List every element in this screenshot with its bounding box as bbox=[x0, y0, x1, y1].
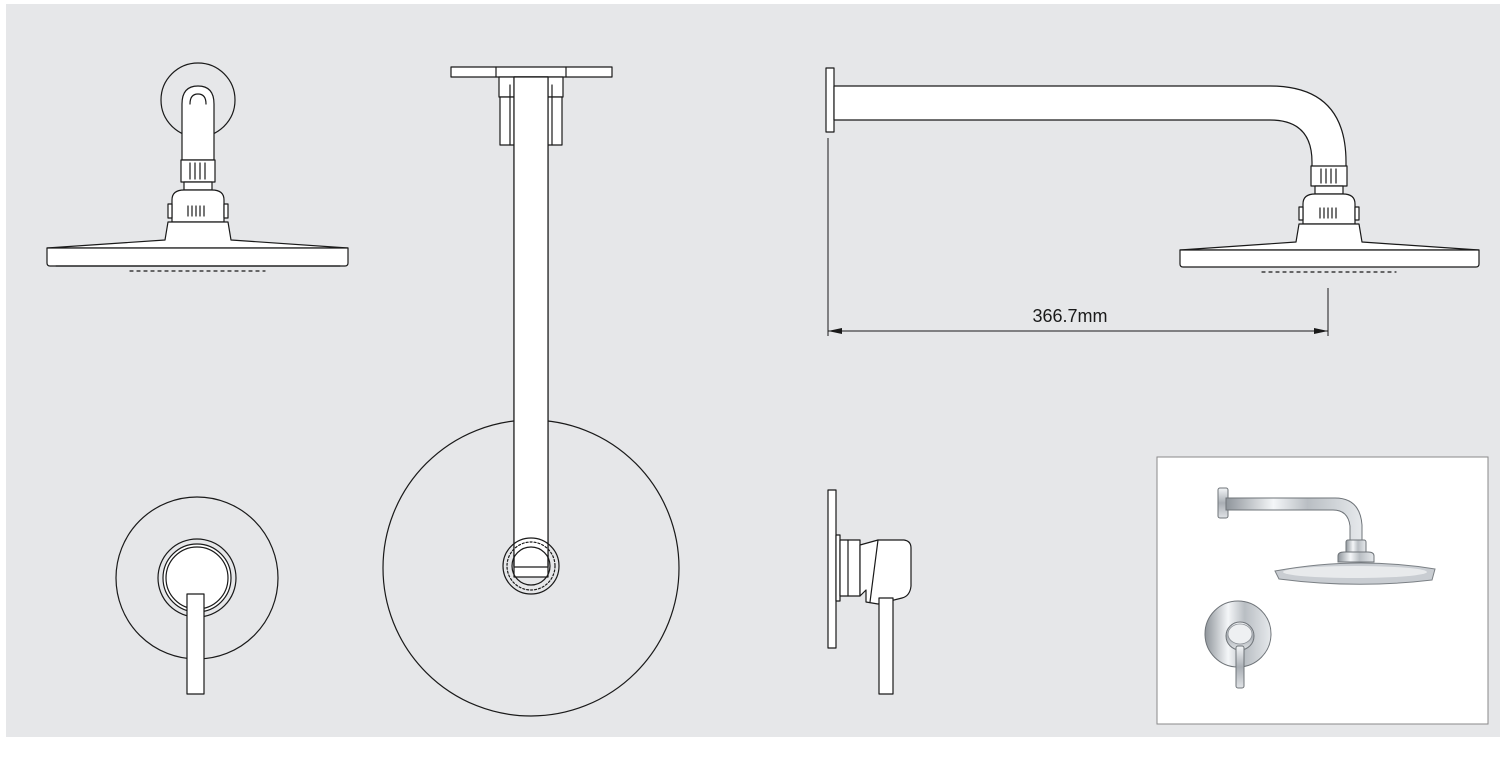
shower-arm-plan-view bbox=[382, 66, 680, 717]
product-photo bbox=[1156, 456, 1489, 725]
mixer-side-view bbox=[827, 489, 912, 695]
mixer-front-view bbox=[115, 496, 279, 695]
shower-head-front-view bbox=[46, 62, 349, 272]
shower-side-view: 366.7mm bbox=[825, 67, 1480, 336]
dimension-label: 366.7mm bbox=[1032, 306, 1107, 326]
